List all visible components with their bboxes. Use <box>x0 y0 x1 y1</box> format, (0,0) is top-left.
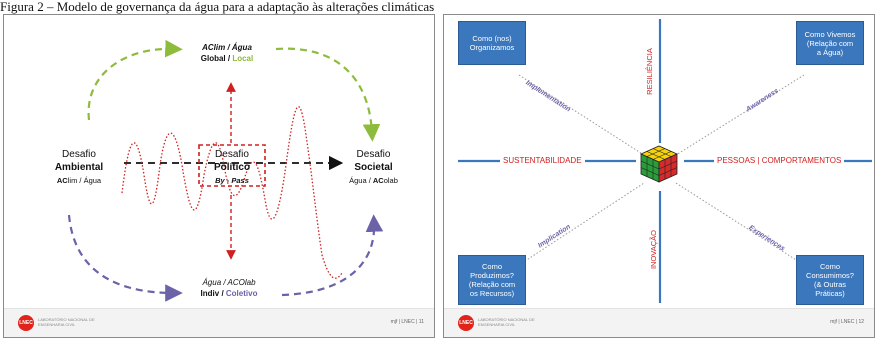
rubiks-cube-icon <box>640 145 678 183</box>
box-organizamos: Como (nos) Organizamos <box>458 21 526 65</box>
label-pessoas-comportamentos: PESSOAS | COMPORTAMENTOS <box>714 156 845 165</box>
top-block-global: Global / <box>200 54 233 63</box>
bottom-block-line1: Água / ACOlab <box>202 278 256 287</box>
figure-caption: Figura 2 – Modelo de governança da água … <box>0 0 435 14</box>
box-vivemos: Como Vivemos (Relação com a Água) <box>796 21 864 65</box>
purple-arrow-left <box>67 214 183 302</box>
center-block-line1: Desafio <box>215 149 249 160</box>
right-block-line1: Desafio <box>356 149 391 160</box>
top-block-line1: AClim / Água <box>202 43 252 52</box>
left-block-ac: AC <box>56 176 68 185</box>
label-inovacao: INOVAÇÃO <box>649 227 659 272</box>
purple-arrow-right <box>281 214 384 297</box>
left-block-line1: Desafio <box>62 149 96 160</box>
page-number: mjf | LNEC | 12 <box>830 319 864 325</box>
center-block: Desafio Político By - Pass <box>194 148 270 187</box>
green-arrow-right <box>275 47 381 142</box>
right-block-olab: olab <box>383 176 398 185</box>
top-block-local: Local <box>232 54 254 63</box>
label-sustentabilidade: SUSTENTABILIDADE <box>500 156 585 165</box>
left-slide-diagram <box>67 39 384 302</box>
diag-lower-left <box>518 182 645 266</box>
box-produzimos: Como Produzimos? (Relação com os Recurso… <box>458 255 526 305</box>
right-block-line2: Societal <box>354 162 393 173</box>
right-block-agua: Água / <box>349 176 373 185</box>
lnec-logo: LNEC <box>18 315 34 331</box>
lnec-lab-name: LABORATÓRIO NACIONAL DE ENGENHARIA CIVIL <box>478 317 535 327</box>
left-block-line2: Ambiental <box>54 162 104 173</box>
left-slide-footer: LNEC LABORATÓRIO NACIONAL DE ENGENHARIA … <box>4 308 434 337</box>
bottom-block: Água / ACOlab Indiv / Coletivo <box>179 277 279 299</box>
center-block-line2: Político <box>213 162 251 173</box>
right-block-ac: AC <box>372 176 384 185</box>
left-slide: AClim / Água Global / Local Desafio Ambi… <box>3 14 435 338</box>
lnec-logo: LNEC <box>458 315 474 331</box>
page-number: mjf | LNEC | 11 <box>390 319 424 325</box>
lnec-lab-name: LABORATÓRIO NACIONAL DE ENGENHARIA CIVIL <box>38 317 95 327</box>
left-block-lim: lim / Água <box>67 176 102 185</box>
diag-lower-right <box>675 182 805 266</box>
green-arrow-left <box>87 39 183 121</box>
right-slide-footer: LNEC LABORATÓRIO NACIONAL DE ENGENHARIA … <box>444 308 874 337</box>
left-block: Desafio Ambiental AClim / Água <box>34 148 124 187</box>
diag-upper-left <box>518 74 645 156</box>
right-slide: Como (nos) Organizamos Como Vivemos (Rel… <box>443 14 875 338</box>
right-block: Desafio Societal Água / AColab <box>326 148 421 187</box>
red-wave <box>121 106 343 279</box>
diag-upper-right <box>675 74 805 156</box>
label-resiliencia: RESILIÊNCIA <box>644 46 654 97</box>
top-block: AClim / Água Global / Local <box>172 42 282 64</box>
center-block-line3: By - Pass <box>215 176 249 185</box>
politico-frame <box>198 144 266 187</box>
bottom-block-coletivo: Coletivo <box>225 289 258 298</box>
bottom-block-indiv: Indiv / <box>200 289 226 298</box>
box-consumimos: Como Consumimos? (& Outras Práticas) <box>796 255 864 305</box>
